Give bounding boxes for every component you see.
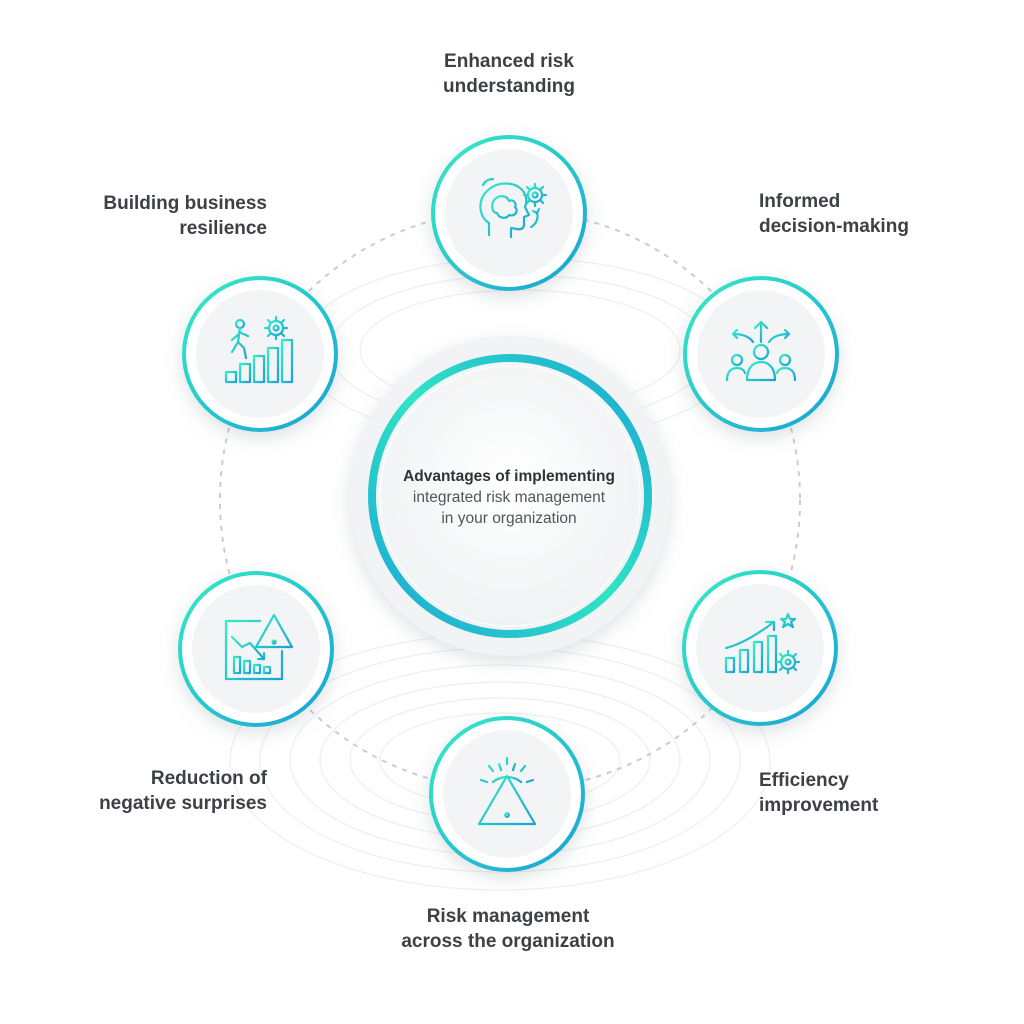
decision-arrows-people-icon xyxy=(713,306,809,402)
label-risk-management-across-organization: Risk management across the organization xyxy=(401,906,615,952)
node-building-business-resilience xyxy=(182,276,338,432)
warning-gear-icon xyxy=(459,746,555,842)
declining-chart-warning-icon xyxy=(208,601,304,697)
node-efficiency-improvement xyxy=(682,570,838,726)
center-title-line2: integrated risk management xyxy=(412,489,606,506)
brain-gear-icon xyxy=(461,165,557,261)
node-informed-decision-making xyxy=(683,276,839,432)
center-title: Advantages of implementing integrated ri… xyxy=(372,466,646,529)
label-efficiency-improvement: Efficiency improvement xyxy=(759,770,879,816)
label-reduction-of-negative-surprises: Reduction of negative surprises xyxy=(99,768,267,814)
climbing-steps-gear-icon xyxy=(212,306,308,402)
growth-chart-gear-star-icon xyxy=(712,600,808,696)
center-title-line3: in your organization xyxy=(441,510,577,527)
center-title-bold: Advantages of implementing xyxy=(403,468,615,485)
center-disc xyxy=(350,336,670,656)
node-enhanced-risk-understanding xyxy=(431,135,587,291)
label-building-business-resilience: Building business resilience xyxy=(103,193,267,239)
label-informed-decision-making: Informed decision-making xyxy=(759,191,909,237)
label-enhanced-risk-understanding: Enhanced risk understanding xyxy=(443,51,575,97)
